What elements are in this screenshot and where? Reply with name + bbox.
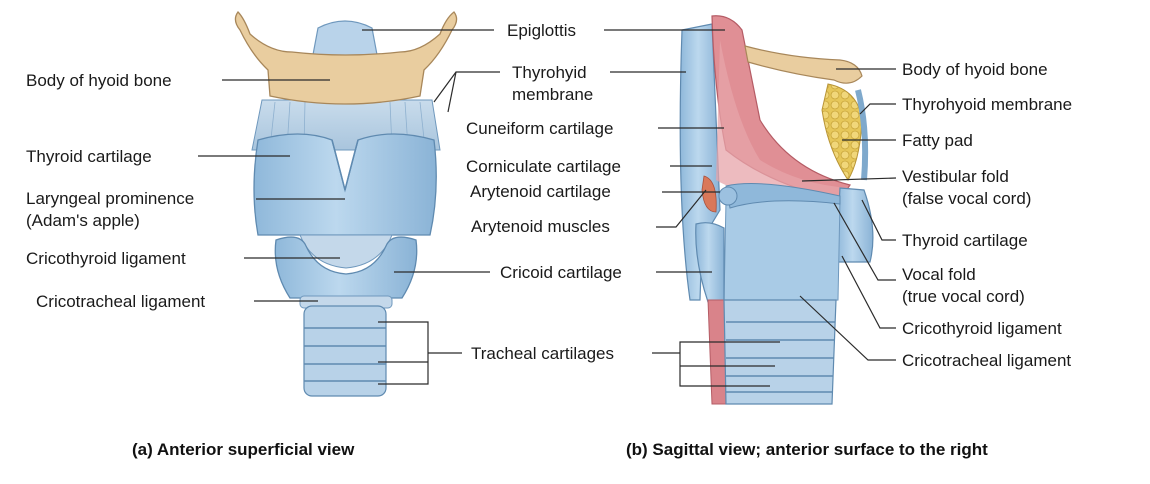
anterior-larynx-drawing [234,11,458,397]
arytenoid-muscles-shape [701,175,717,213]
arytenoid-cartilage-shape [718,186,738,206]
thyroid-sagittal-shape [835,187,874,263]
label-cricoid-cartilage: Cricoid cartilage [500,263,622,282]
label-cricotracheal-ligament-left: Cricotracheal ligament [36,292,206,311]
label-body-of-hyoid-bone-right: Body of hyoid bone [902,60,1048,79]
label-vestibular-fold: Vestibular fold [902,167,1009,186]
label-cricothyroid-ligament-right: Cricothyroid ligament [902,319,1062,338]
label-cricotracheal-ligament-right: Cricotracheal ligament [902,351,1072,370]
label-epiglottis: Epiglottis [507,21,576,40]
label-laryngeal-prominence: Laryngeal prominence [26,189,195,208]
leader-lines [198,29,897,387]
hyoid-bone-shape [234,11,458,105]
label-corniculate-cartilage: Corniculate cartilage [466,157,621,176]
label-adams-apple: (Adam's apple) [26,211,140,230]
tracheal-rings-sagittal [723,299,837,405]
thyroid-cartilage-shape [253,133,437,236]
label-thyroid-cartilage-left: Thyroid cartilage [26,147,152,166]
label-body-of-hyoid-bone-left: Body of hyoid bone [26,71,172,90]
sagittal-larynx-drawing [679,15,874,405]
label-cricothyroid-ligament-left: Cricothyroid ligament [26,249,186,268]
hyoid-sagittal-shape [744,45,863,84]
label-vocal-fold: Vocal fold [902,265,976,284]
label-tracheal-cartilages: Tracheal cartilages [471,344,614,363]
label-arytenoid-muscles: Arytenoid muscles [471,217,610,236]
label-thyrohyoid-line2: membrane [512,85,594,104]
label-thyrohyoid-line1: Thyrohyid [512,63,587,82]
caption-anterior-view: (a) Anterior superficial view [132,440,355,459]
fatty-pad-shape [821,83,863,181]
label-false-vocal-cord: (false vocal cord) [902,189,1032,208]
label-thyrohyoid-membrane-right: Thyrohyoid membrane [902,95,1073,114]
infraglottic-lumen-shape [723,199,841,303]
vestibule-mucosa-shape [716,40,850,200]
posterior-wall-shape [707,299,727,405]
label-thyroid-cartilage-right: Thyroid cartilage [902,231,1028,250]
label-true-vocal-cord: (true vocal cord) [902,287,1025,306]
label-cuneiform-cartilage: Cuneiform cartilage [466,119,614,138]
posterior-cartilage-shape [679,23,721,301]
tracheal-rings-anterior [303,305,387,397]
caption-sagittal-view: (b) Sagittal view; anterior surface to t… [626,440,988,459]
label-arytenoid-cartilage: Arytenoid cartilage [470,182,611,201]
vocal-fold-shape [725,183,841,209]
label-fatty-pad: Fatty pad [902,131,973,150]
